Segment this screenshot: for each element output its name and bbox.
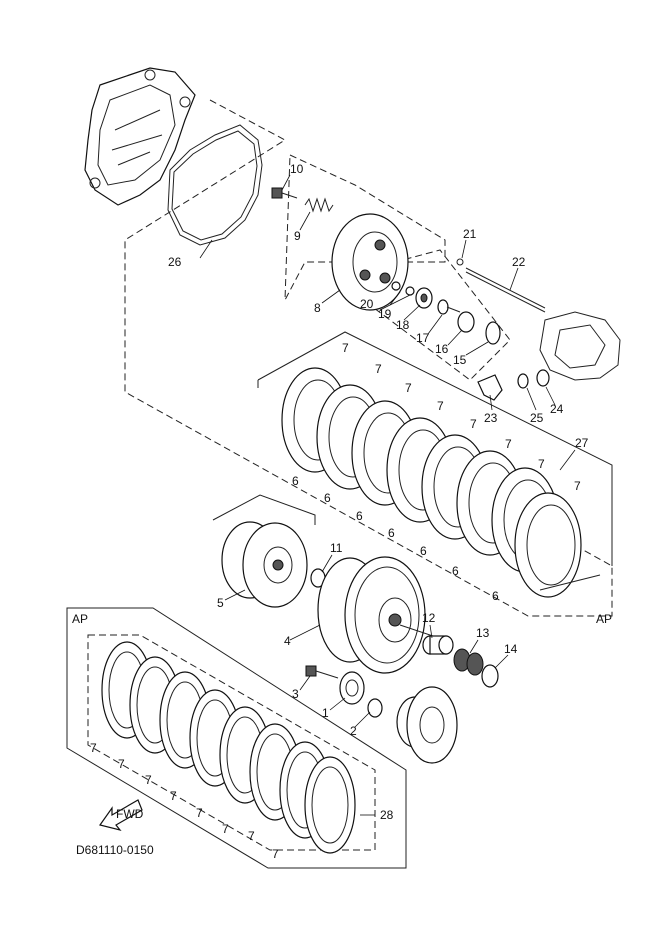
washer-20	[391, 281, 401, 291]
seal-25	[517, 373, 529, 389]
callout-9: 9	[294, 229, 301, 243]
fwd-arrow-icon: FWD	[99, 799, 144, 832]
callout-25: 25	[530, 411, 544, 425]
bolt-3	[305, 665, 339, 679]
collar-12	[422, 635, 454, 655]
callout-21: 21	[463, 227, 477, 241]
lower-plate-stack	[101, 641, 356, 854]
pressure-plate-outline	[284, 154, 446, 301]
callout-7b: 7	[375, 362, 382, 376]
group-label-ap-top: AP	[72, 612, 88, 626]
shaft-22	[456, 258, 546, 313]
callout-7e: 7	[470, 417, 477, 431]
callout-6f: 6	[452, 564, 459, 578]
callout-4: 4	[284, 634, 291, 648]
callout-26: 26	[168, 255, 182, 269]
callout-16: 16	[435, 342, 449, 356]
diagram-code: D681110-0150	[76, 843, 154, 857]
callout-23: 23	[484, 411, 498, 425]
callout-6e: 6	[420, 544, 427, 558]
callout-18: 18	[396, 318, 410, 332]
crankcase-fragment	[539, 311, 621, 381]
callout-14: 14	[504, 642, 518, 656]
ap-plates-dashed	[87, 634, 376, 851]
callout-7a: 7	[342, 341, 349, 355]
callout-3: 3	[292, 687, 299, 701]
callout-7-l6: 7	[222, 822, 229, 836]
fwd-label: FWD	[116, 807, 144, 821]
callout-20: 20	[360, 297, 374, 311]
callout-7-l7: 7	[248, 829, 255, 843]
part-16	[457, 311, 475, 333]
lever-23	[477, 374, 503, 401]
ap-group-outline	[66, 607, 407, 869]
callout-7f: 7	[505, 437, 512, 451]
callout-7h: 7	[574, 479, 581, 493]
leader-lines	[199, 174, 576, 816]
pressure-plate	[331, 213, 409, 311]
callout-6b: 6	[324, 491, 331, 505]
callout-15: 15	[453, 353, 467, 367]
callout-27: 27	[575, 436, 589, 450]
spring-9	[304, 197, 334, 213]
callout-6a: 6	[292, 474, 299, 488]
callout-7-l3: 7	[145, 773, 152, 787]
washer-19	[405, 286, 415, 296]
callout-7c: 7	[405, 381, 412, 395]
bearing-18	[415, 287, 433, 309]
callout-19: 19	[378, 307, 392, 321]
washer-14	[481, 664, 499, 688]
drive-gear-1	[339, 671, 365, 705]
callout-6g: 6	[492, 589, 499, 603]
callout-12: 12	[422, 611, 436, 625]
group-27-outline	[257, 331, 613, 591]
bolt-10	[271, 187, 298, 199]
callout-7d: 7	[437, 399, 444, 413]
push-rod-outline	[349, 249, 511, 381]
clutch-cover	[84, 67, 196, 206]
cover-gasket	[167, 124, 263, 246]
callout-11: 11	[330, 541, 343, 555]
callout-5: 5	[217, 596, 224, 610]
callout-2: 2	[350, 724, 357, 738]
push-rod-17	[437, 299, 461, 315]
bushing-2	[367, 698, 383, 718]
primary-drive-rotor	[396, 686, 458, 764]
upper-group-outline	[124, 99, 613, 617]
clutch-boss	[212, 494, 316, 608]
callouts: 10 9 26 8 20 19 18 17 16 15 21 22 23 25 …	[72, 162, 612, 861]
clutch-housing	[317, 556, 446, 674]
callout-7g: 7	[538, 457, 545, 471]
callout-28: 28	[380, 808, 394, 822]
callout-7-l4: 7	[170, 789, 177, 803]
callout-24: 24	[550, 402, 564, 416]
callout-7-l2: 7	[118, 757, 125, 771]
bearing-24	[536, 369, 550, 387]
callout-10: 10	[290, 162, 304, 176]
callout-7-l8: 7	[272, 847, 279, 861]
upper-plate-stack	[281, 367, 582, 598]
callout-7-l5: 7	[196, 806, 203, 820]
callout-13: 13	[476, 626, 490, 640]
callout-22: 22	[512, 255, 526, 269]
needle-bearing-13	[453, 648, 484, 676]
callout-1: 1	[322, 706, 329, 720]
part-15	[485, 321, 501, 345]
callout-6d: 6	[388, 526, 395, 540]
callout-6c: 6	[356, 509, 363, 523]
callout-8: 8	[314, 301, 321, 315]
callout-17: 17	[416, 331, 430, 345]
callout-7-l1: 7	[90, 741, 97, 755]
group-label-ap-right: AP	[596, 612, 612, 626]
